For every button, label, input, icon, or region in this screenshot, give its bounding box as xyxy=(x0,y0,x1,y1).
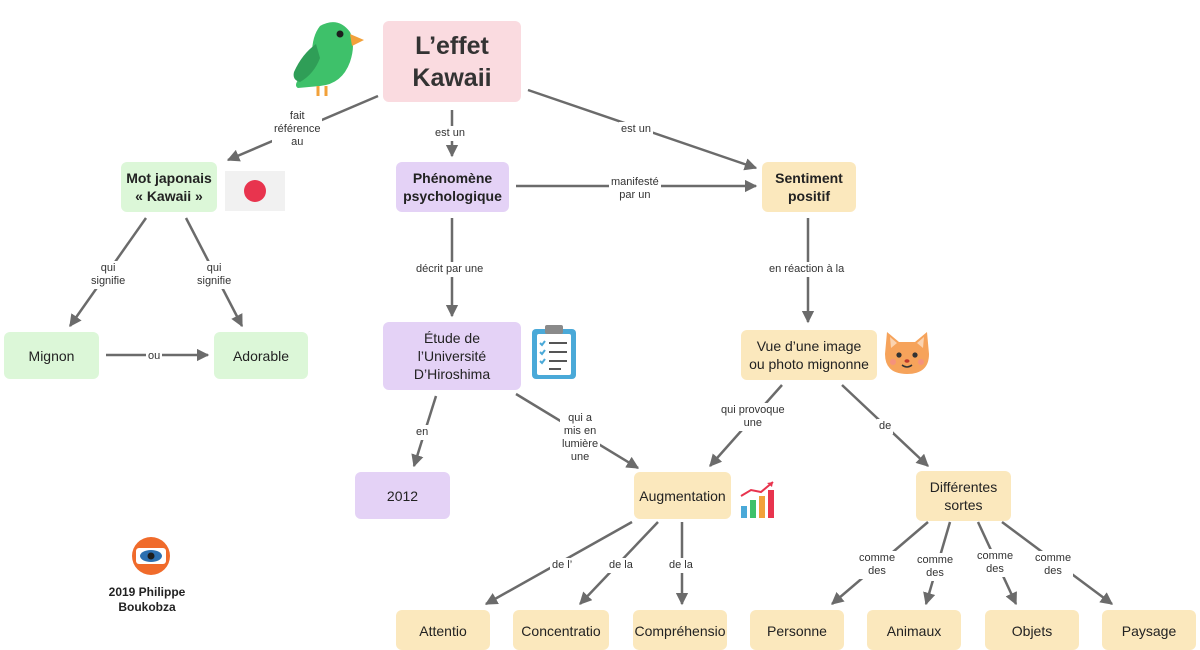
node-augmentation[interactable]: Augmentation xyxy=(634,472,731,519)
eye-logo-icon xyxy=(132,537,170,575)
node-vue-image[interactable]: Vue d’une image ou photo mignonne xyxy=(741,330,877,380)
edge-label-de-l: de l’ xyxy=(550,558,575,573)
node-mot-japonais[interactable]: Mot japonais « Kawaii » xyxy=(121,162,217,212)
edge-label-en-reaction: en réaction à la xyxy=(767,262,847,277)
parrot-icon xyxy=(293,22,364,96)
node-phenomene[interactable]: Phénomène psychologique xyxy=(396,162,509,212)
edge-label-decrit: décrit par une xyxy=(414,262,486,277)
node-annee[interactable]: 2012 xyxy=(355,472,450,519)
edge-label-en: en xyxy=(414,425,431,440)
edge-label-comme-des-3: comme des xyxy=(975,549,1016,577)
node-etude[interactable]: Étude de l’Université D’Hiroshima xyxy=(383,322,521,390)
edge-label-mis-en-lumiere: qui a mis en lumière une xyxy=(560,411,601,465)
edge-label-de-la-1: de la xyxy=(607,558,635,573)
clipboard-checklist-icon xyxy=(532,325,576,379)
edge-label-comme-des-1: comme des xyxy=(857,551,898,579)
node-differentes[interactable]: Différentes sortes xyxy=(916,471,1011,521)
cat-face-icon xyxy=(885,332,929,374)
edge-label-est-un-1: est un xyxy=(433,126,467,141)
node-personnes[interactable]: Personne xyxy=(750,610,844,650)
edge-label-de: de xyxy=(877,419,894,434)
author-credit: 2019 Philippe Boukobza xyxy=(108,585,186,614)
japan-flag-icon xyxy=(225,171,285,211)
node-objets[interactable]: Objets xyxy=(985,610,1079,650)
edge-layer xyxy=(68,88,1114,606)
edge-label-manifeste: manifesté par un xyxy=(609,175,661,203)
node-sentiment[interactable]: Sentiment positif xyxy=(762,162,856,212)
edge-label-provoque: qui provoque une xyxy=(719,403,787,431)
node-mignon[interactable]: Mignon xyxy=(4,332,99,379)
edge-label-ou: ou xyxy=(146,349,163,364)
node-attention[interactable]: Attentio xyxy=(396,610,490,650)
edge-label-fait-reference: fait référence au xyxy=(272,109,323,150)
edge-label-qui-signifie-1: qui signifie xyxy=(89,261,128,289)
edge-label-est-un-2: est un xyxy=(619,122,653,137)
node-paysages[interactable]: Paysage xyxy=(1102,610,1196,650)
node-comprehension[interactable]: Compréhensio xyxy=(633,610,727,650)
edge-label-qui-signifie-2: qui signifie xyxy=(195,261,234,289)
edge-label-de-la-2: de la xyxy=(667,558,695,573)
node-concentration[interactable]: Concentratio xyxy=(513,610,609,650)
edge-label-comme-des-2: comme des xyxy=(915,553,956,581)
edge-label-comme-des-4: comme des xyxy=(1033,551,1074,579)
node-animaux[interactable]: Animaux xyxy=(867,610,961,650)
node-kawaii-title[interactable]: L’effet Kawaii xyxy=(383,21,521,102)
bar-chart-icon xyxy=(740,481,774,518)
node-adorable[interactable]: Adorable xyxy=(214,332,308,379)
